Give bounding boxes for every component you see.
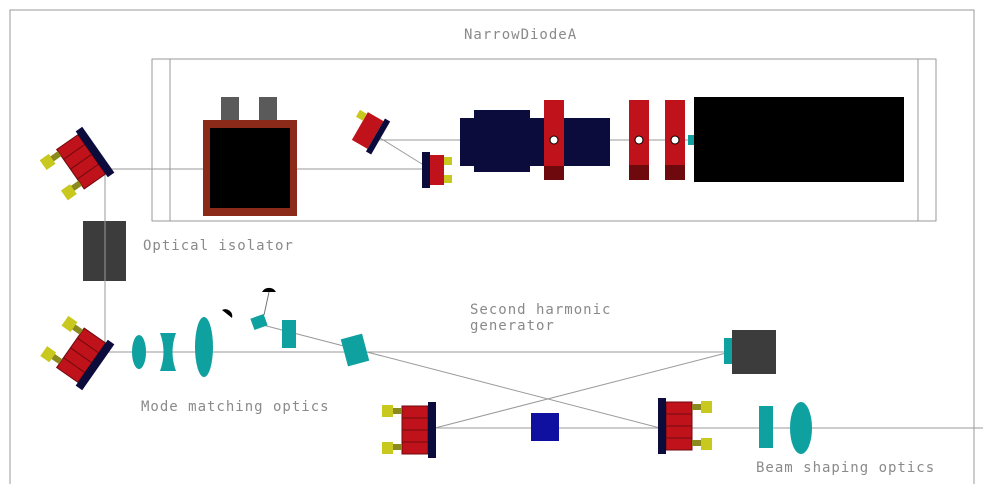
laser-mount-1 [629,100,649,180]
beam-shaping-optics [759,402,812,454]
small-mirror-mount [422,152,452,188]
mirror-mount-top-left [37,126,115,205]
mode-matching-lenses [132,317,213,377]
laser-head [694,97,904,182]
isolator-housing [203,97,297,216]
shg-crystal [531,413,559,441]
diagram-title: NarrowDiodeA [464,27,578,43]
label-second-harmonic: Second harmonic [470,302,612,318]
label-beam-shaping-optics: Beam shaping optics [756,460,936,476]
collimator-tube [460,100,610,180]
beam-dump [724,330,776,374]
label-optical-isolator: Optical isolator [143,238,294,254]
laser-mount-2 [665,100,685,180]
label-generator: generator [470,318,555,334]
mirror-mount-lower-right [657,397,713,455]
laser-output-window [688,135,694,145]
mirror-mount-bottom-left [37,312,115,391]
shg-input-optics [222,287,370,367]
laser-enclosure [151,58,937,222]
label-mode-matching-optics: Mode matching optics [141,399,330,415]
grating-mount [351,109,391,155]
mirror-mount-lower-center [381,401,437,459]
